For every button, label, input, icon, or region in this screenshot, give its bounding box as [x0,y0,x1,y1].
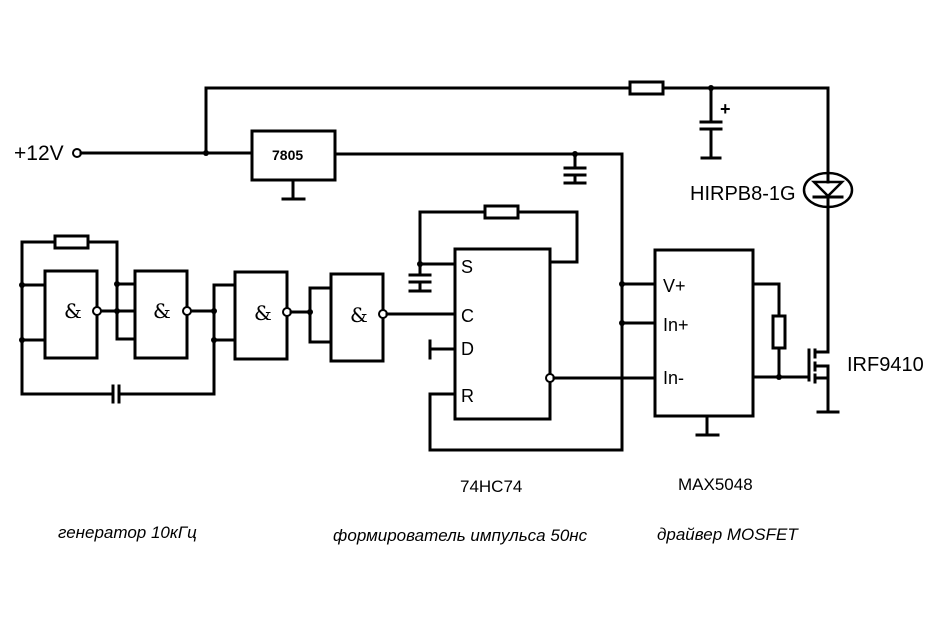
driver-part-label: MAX5048 [678,475,753,494]
nand-gate-3 [233,270,289,361]
gate-symbol: & [350,303,368,327]
wire-gen-fb2 [86,240,137,341]
pin-c-label: C [461,306,474,326]
wire-gen-left [20,281,115,396]
resistor-gate-icon [771,314,787,350]
flipflop-box [453,247,552,421]
wire-g4-in [308,286,333,344]
gate-symbol: & [153,299,171,323]
junction [19,282,25,288]
pin-d-label: D [461,339,474,359]
gate-symbol: & [64,299,82,323]
supply-input: +12V + [14,80,830,180]
regulator-label: 7805 [272,147,303,163]
flipflop: S C D R 74HC74 [408,204,657,496]
generator: & & & & [19,234,457,404]
decoupling-capacitor-icon [563,152,587,185]
wire-gate-res [751,282,781,318]
mosfet-label: IRF9410 [847,354,924,376]
junction [114,308,120,314]
led: HIRPB8-1G [690,171,854,354]
pin-inminus-label: In- [663,368,684,388]
caption-driver: драйвер MOSFET [657,525,799,544]
driver: V+ In+ In- MAX5048 [619,248,811,494]
junction [19,337,25,343]
driver-box [653,248,755,418]
caption-generator: генератор 10кГц [58,523,197,542]
junction [211,337,217,343]
wire-top-rail [204,86,632,155]
wire-gen-fb [20,240,57,285]
resistor-ff-icon [483,204,520,220]
wire-led-rail [661,86,830,180]
caption-shaper: формирователь импульса 50нс [333,526,588,545]
wire-s-rc [418,210,487,266]
junction [619,320,625,326]
resistor-led-icon [628,80,665,96]
electrolytic-capacitor-icon [699,86,723,160]
nand-gate-2 [133,269,189,360]
flipflop-part-label: 74HC74 [460,477,522,496]
inverter-bubble-icon [92,306,102,316]
mosfet-icon: IRF9410 [807,348,924,414]
junction [776,374,782,380]
gate-symbol: & [254,301,272,325]
pin-vplus-label: V+ [663,276,686,296]
capacitor-polarity-label: + [720,99,731,119]
nand-gate-1 [43,269,99,360]
junction [619,281,625,287]
pin-s-label: S [461,257,473,277]
supply-label: +12V [14,142,64,165]
inverter-bubble-icon [182,306,192,316]
wire-q-feedback [516,210,579,264]
capacitor-ff-icon [408,262,432,293]
mosfet-source [813,364,830,414]
resistor-gen-icon [53,234,90,250]
led-label: HIRPB8-1G [690,183,796,205]
pin-inplus-label: In+ [663,315,689,335]
pin-r-label: R [461,386,474,406]
regulator: 7805 [250,129,624,452]
